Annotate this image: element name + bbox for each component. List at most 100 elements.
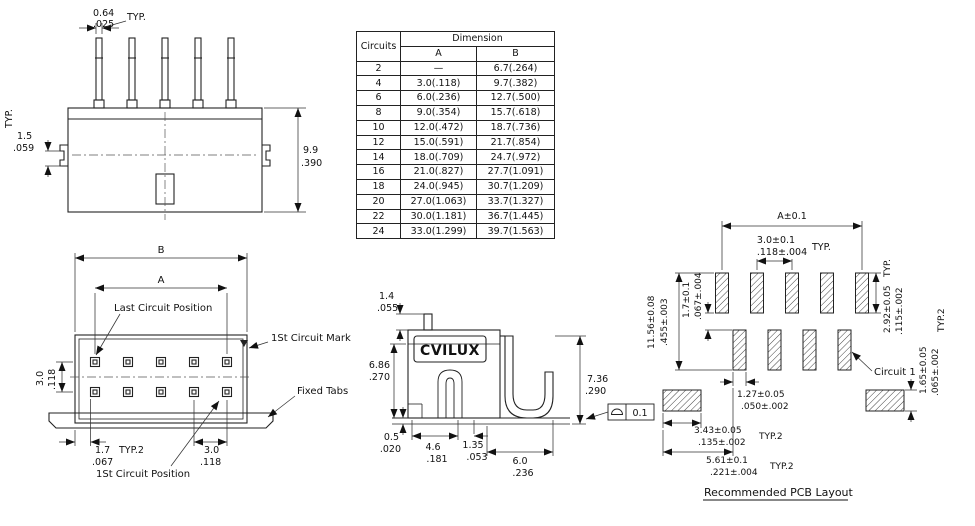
dim-gap-mm: 1.35 (462, 440, 483, 451)
pcb-pad (802, 329, 817, 371)
table-cell: 24.0(.945) (400, 178, 477, 195)
table-header-b: B (476, 45, 555, 62)
table-cell: 36.7(1.445) (476, 208, 555, 225)
housing-outline (74, 334, 248, 424)
dim-span-mm: 11.56±0.08 (647, 295, 657, 349)
brand-logo: CVILUX (420, 343, 480, 359)
rect-shape (155, 386, 167, 398)
dim-row-pitch-in: .118 (47, 369, 58, 390)
table-header-a: A (400, 45, 477, 62)
arc-segment-icon (611, 408, 623, 415)
dim-tab-height-mm: 1.65±0.05 (919, 346, 929, 394)
rect-shape (224, 389, 230, 395)
rect-shape (191, 359, 197, 365)
line-shape (104, 20, 127, 28)
label-circuit1: Circuit 1 (874, 367, 916, 378)
dim-pad-length-typ: TYP. (883, 259, 893, 278)
dim-top-in: .055 (377, 303, 398, 314)
dim-a-tol: A±0.1 (777, 211, 807, 222)
front-dimension-lines (44, 20, 306, 213)
table-cell: 16 (356, 164, 401, 180)
pin-collar (93, 99, 105, 109)
dim-foot-in: .181 (426, 454, 447, 465)
table-cell: 6 (356, 90, 401, 106)
table-cell: 10 (356, 119, 401, 136)
dim-standoff-mm: 0.5 (384, 432, 399, 443)
table-cell: 15.0(.591) (400, 134, 477, 151)
dim-row-pitch-mm: 3.0 (35, 371, 46, 386)
fixed-tab-pad (662, 389, 702, 412)
mounting-flange (48, 412, 274, 429)
housing-body (67, 107, 263, 213)
front-centerlines (72, 112, 258, 220)
dim-top-mm: 1.4 (379, 291, 394, 302)
dim-tab-height-in: .065±.002 (931, 348, 941, 396)
dim-tab-width-typ: TYP.2 (758, 432, 783, 442)
pin (128, 37, 136, 101)
table-row: 2—6.7(.264) (356, 60, 555, 77)
dim-height2-in: .290 (585, 386, 606, 397)
rect-shape (92, 359, 98, 365)
dim-pad-width-in: .050±.002 (741, 402, 789, 412)
dim-offset-mm: 1.7 (95, 445, 110, 456)
rect-shape (224, 359, 230, 365)
dim-pad-pitch-mm: 3.0±0.1 (757, 235, 795, 246)
rect-shape (122, 386, 134, 398)
pin (227, 37, 235, 101)
dim-tab-typ: TYP. (4, 109, 15, 129)
top-dimension-lines (56, 253, 296, 467)
pcb-pad (837, 329, 852, 371)
pcb-pad (767, 329, 782, 371)
rect-shape (155, 356, 167, 368)
pin-collar (192, 99, 204, 109)
typ2-note: TYP.2 (937, 308, 947, 333)
line-shape (851, 351, 873, 372)
dim-pin-width-in: .025 (93, 19, 114, 30)
pcb-pad (715, 272, 729, 314)
pin-collar (159, 99, 171, 109)
fixed-tab-pad (865, 389, 905, 412)
rect-shape (158, 359, 164, 365)
dim-tab-in: .059 (13, 143, 34, 154)
pcb-pad (732, 329, 747, 371)
table-cell: 12 (356, 134, 401, 151)
pin-tail (423, 313, 433, 331)
circuit1-mark-triangle (240, 340, 248, 347)
dim-height1-in: .270 (369, 372, 390, 383)
table-cell: 14 (356, 149, 401, 166)
dim-offset-in: .067 (92, 457, 113, 468)
dim-pin-width-mm: 0.64 (93, 8, 114, 19)
pin (95, 37, 103, 101)
dim-offset-typ: TYP.2 (118, 445, 144, 456)
table-cell: — (400, 60, 477, 77)
dim-pad-width-mm: 1.27±0.05 (737, 390, 785, 400)
dim-pad-length-mm: 2.92±0.05 (883, 285, 893, 333)
dim-tab-mm: 1.5 (17, 131, 32, 142)
table-cell: 6.0(.236) (400, 90, 477, 106)
dim-tab-offset-typ: TYP.2 (769, 462, 794, 472)
rect-shape (89, 356, 101, 368)
label-fixed-tabs: Fixed Tabs (297, 386, 348, 397)
rect-shape (191, 389, 197, 395)
dim-tail-in: .236 (512, 468, 533, 479)
side-tab-left (59, 144, 68, 167)
rect-shape (188, 356, 200, 368)
table-cell: 27.0(1.063) (400, 193, 477, 210)
contact-outline (437, 369, 463, 418)
dim-pitch-in: .118 (200, 457, 221, 468)
table-cell: 30.0(1.181) (400, 208, 477, 225)
label-last-circuit-position: Last Circuit Position (114, 303, 212, 314)
table-cell: 4 (356, 75, 401, 92)
table-cell: 39.7(1.563) (476, 223, 555, 240)
line-shape (267, 395, 296, 418)
table-cell: 9.0(.354) (400, 104, 477, 121)
rect-shape (92, 389, 98, 395)
